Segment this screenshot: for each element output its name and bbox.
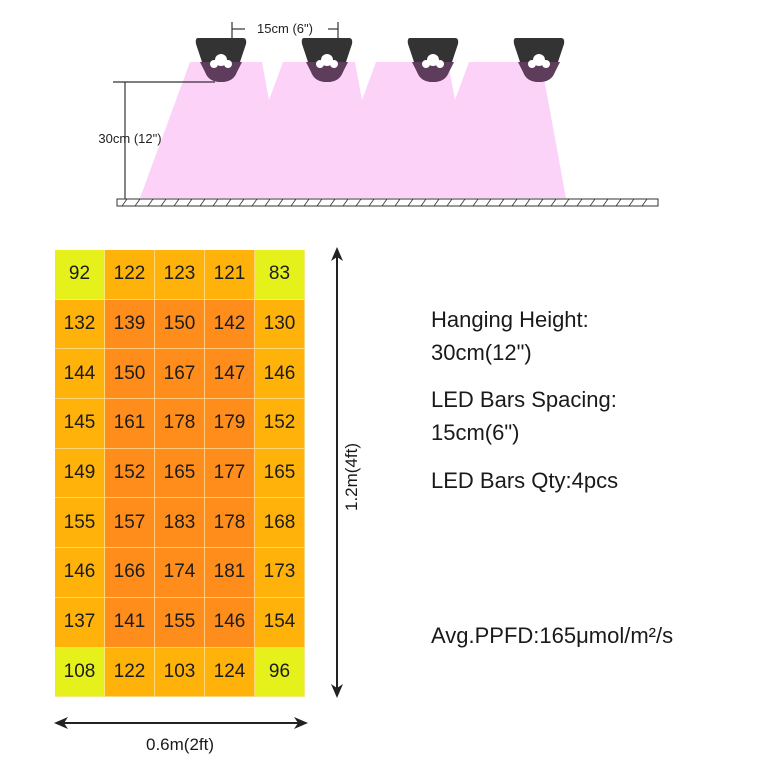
heatmap-cell: 183	[155, 498, 205, 549]
avg-ppfd-text: Avg.PPFD:165μmol/m²/s	[431, 623, 674, 648]
spacing-dimension	[231, 22, 339, 38]
horizontal-dimension-arrow	[54, 717, 308, 729]
heatmap-cell: 92	[55, 250, 105, 300]
heatmap-cell: 173	[255, 548, 305, 598]
heatmap-cell: 130	[255, 299, 305, 350]
light-cones	[140, 62, 566, 198]
heatmap-cell: 165	[155, 448, 205, 499]
heatmap-cell: 145	[55, 399, 105, 449]
heatmap-cell: 166	[105, 548, 155, 598]
spacing-label: 15cm (6")	[257, 21, 313, 36]
heatmap-cell: 146	[205, 597, 255, 648]
heatmap-cell: 155	[155, 597, 205, 648]
hanging-height-label: Hanging Height:	[431, 307, 589, 332]
heatmap-cell: 157	[105, 498, 155, 549]
led-bar-3-icon	[407, 38, 459, 82]
led-fixtures	[195, 38, 565, 82]
heatmap-cell: 103	[155, 647, 205, 698]
heatmap-cell: 178	[155, 399, 205, 449]
led-bar-1-icon	[195, 38, 247, 82]
spacing-value-text: 15cm(6")	[431, 420, 520, 445]
floor-surface	[116, 198, 659, 207]
heatmap-cell: 124	[205, 647, 255, 698]
heatmap-cell: 165	[255, 448, 305, 499]
hanging-height-value: 30cm(12")	[431, 340, 532, 365]
heatmap-cell: 122	[105, 250, 155, 300]
heatmap-cell: 147	[205, 349, 255, 400]
heatmap-cell: 181	[205, 548, 255, 598]
height-label: 30cm (12")	[98, 131, 161, 146]
heatmap-cell: 122	[105, 647, 155, 698]
led-bar-4-icon	[513, 38, 565, 82]
heatmap-cell: 121	[205, 250, 255, 300]
heatmap-cell: 96	[255, 647, 305, 698]
heatmap-cell: 139	[105, 299, 155, 350]
heatmap-cell: 150	[105, 349, 155, 400]
heatmap-cell: 123	[155, 250, 205, 300]
heatmap-cell: 108	[55, 647, 105, 698]
heatmap-cell: 149	[55, 448, 105, 499]
horizontal-dimension-label: 0.6m(2ft)	[145, 735, 215, 754]
heatmap-cell: 83	[255, 250, 305, 300]
heatmap-cell: 141	[105, 597, 155, 648]
heatmap-cell: 146	[55, 548, 105, 598]
heatmap-cell: 174	[155, 548, 205, 598]
heatmap-cell: 132	[55, 299, 105, 350]
heatmap-cell: 137	[55, 597, 105, 648]
heatmap-cell: 146	[255, 349, 305, 400]
heatmap-cell: 161	[105, 399, 155, 449]
height-dimension	[113, 81, 215, 200]
heatmap-cell: 152	[105, 448, 155, 499]
led-hanging-diagram: 15cm (6") 30cm (12")	[98, 21, 659, 207]
heatmap-cell: 154	[255, 597, 305, 648]
heatmap-cell: 152	[255, 399, 305, 449]
heatmap-cell: 144	[55, 349, 105, 400]
vertical-dimension-label: 1.2m(4ft)	[342, 442, 361, 512]
heatmap-cell: 142	[205, 299, 255, 350]
heatmap-cell: 168	[255, 498, 305, 549]
heatmap-cell: 177	[205, 448, 255, 499]
spacing-label-text: LED Bars Spacing:	[431, 387, 617, 412]
heatmap-cell: 167	[155, 349, 205, 400]
led-qty-text: LED Bars Qty:4pcs	[431, 468, 619, 493]
vertical-dimension-arrow	[331, 247, 343, 698]
led-bar-2-icon	[301, 38, 353, 82]
heatmap-cell: 150	[155, 299, 205, 350]
heatmap-cell: 178	[205, 498, 255, 549]
heatmap-cell: 155	[55, 498, 105, 549]
heatmap-cell: 179	[205, 399, 255, 449]
